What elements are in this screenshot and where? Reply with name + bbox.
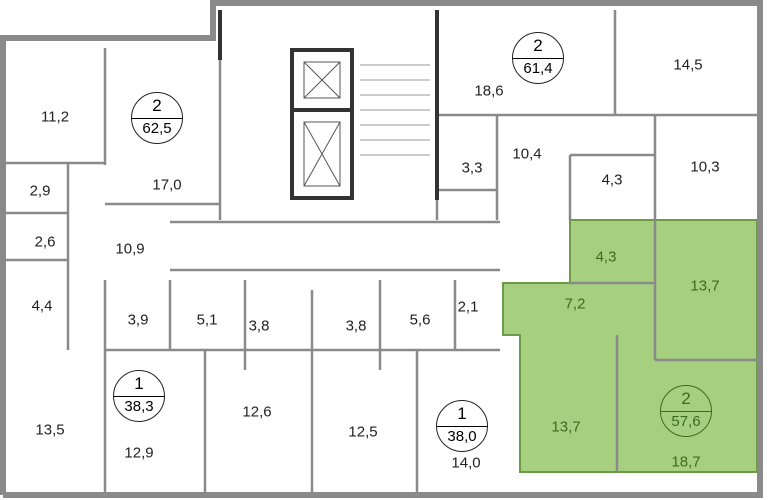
room-area: 3,9 — [127, 311, 149, 329]
apartment-area: 62,5 — [142, 120, 172, 137]
room-area: 14,0 — [451, 454, 481, 472]
room-area: 10,9 — [115, 240, 145, 258]
room-area: 13,7 — [690, 277, 720, 295]
apartment-area: 38,3 — [124, 398, 154, 415]
room-area: 2,9 — [29, 182, 51, 200]
room-area: 11,2 — [40, 108, 70, 126]
apartment-area: 57,6 — [671, 413, 701, 430]
highlighted-apartment-fill[interactable] — [502, 219, 758, 473]
room-area: 17,0 — [152, 176, 182, 194]
apartment-area: 61,4 — [523, 60, 553, 77]
room-area: 12,5 — [348, 423, 378, 441]
room-area: 3,8 — [345, 317, 367, 335]
room-area: 10,4 — [512, 145, 542, 163]
room-area: 3,3 — [461, 159, 483, 177]
room-count: 2 — [681, 389, 691, 408]
room-area: 4,3 — [601, 171, 623, 189]
apartment-area: 38,0 — [447, 428, 477, 445]
room-area: 5,1 — [196, 311, 218, 329]
room-area: 10,3 — [690, 158, 720, 176]
apartment-badge[interactable]: 2 62,5 — [131, 92, 183, 144]
room-count: 1 — [134, 374, 144, 393]
apartment-badge[interactable]: 2 57,6 — [660, 385, 712, 437]
room-area: 7,2 — [564, 295, 586, 313]
room-area: 13,5 — [35, 421, 65, 439]
apartment-badge[interactable]: 1 38,0 — [436, 400, 488, 452]
room-area: 5,6 — [409, 311, 431, 329]
room-area: 4,4 — [31, 297, 53, 315]
room-area: 2,6 — [34, 233, 56, 251]
room-area: 4,3 — [595, 248, 617, 266]
room-area: 12,9 — [124, 444, 154, 462]
room-area: 18,7 — [671, 453, 701, 471]
room-count: 1 — [457, 404, 467, 423]
room-area: 12,6 — [242, 403, 272, 421]
room-area: 18,6 — [474, 82, 504, 100]
room-area: 3,8 — [248, 317, 270, 335]
apartment-badge[interactable]: 1 38,3 — [113, 370, 165, 422]
room-area: 2,1 — [457, 298, 479, 316]
room-count: 2 — [533, 36, 543, 55]
room-count: 2 — [152, 96, 162, 115]
apartment-badge[interactable]: 2 61,4 — [512, 32, 564, 84]
room-area: 13,7 — [551, 418, 581, 436]
room-area: 14,5 — [673, 56, 703, 74]
